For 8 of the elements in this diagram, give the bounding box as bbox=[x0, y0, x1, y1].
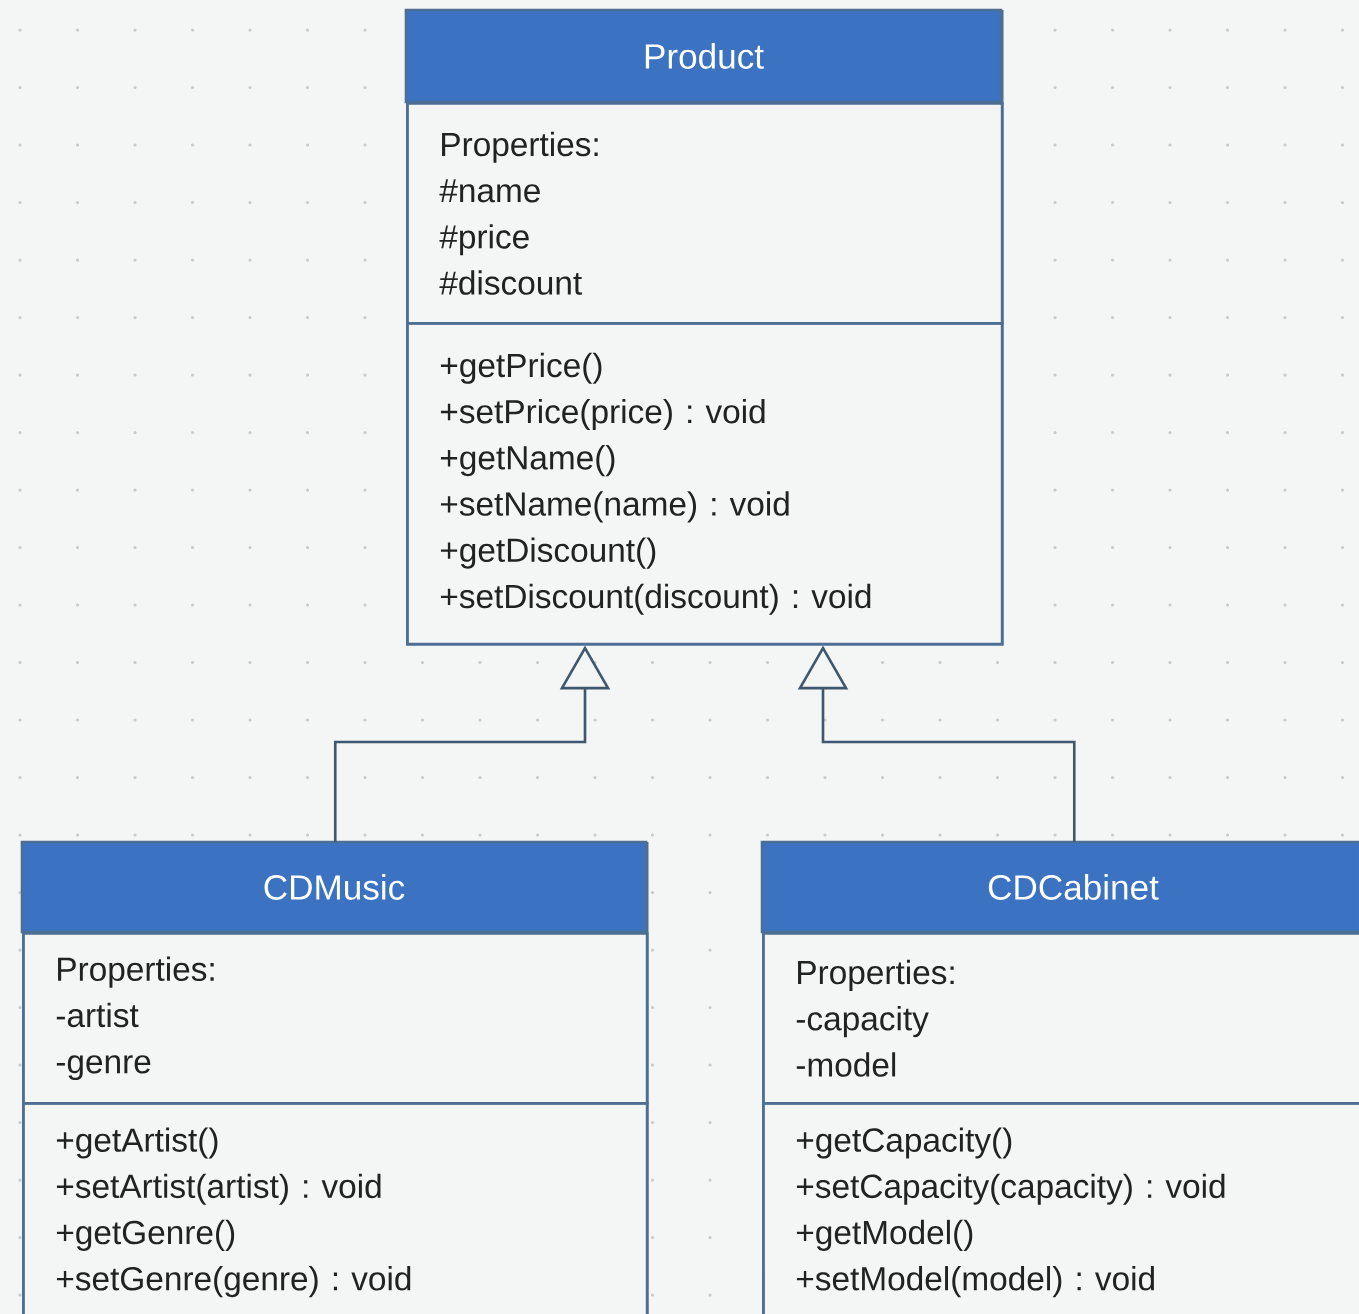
node-label: CDCabinet bbox=[988, 874, 1159, 900]
compartment: Properties: #name #price #discount bbox=[406, 102, 1004, 325]
compartment: Properties: -artist -genre bbox=[22, 932, 649, 1105]
compartment: +getArtist() +setArtist(artist) : void +getGenre() +setGenre(genre) : void bbox=[22, 1102, 649, 1314]
compartment: +getCapacity() +setCapacity(capacity) : void +getModel() +setModel(model) : void bbox=[762, 1102, 1359, 1314]
compartment: +getPrice() +setPrice(price) : void +getName() +setName(name) : void +getDiscount() +setDiscount(discount) : void bbox=[406, 322, 1004, 646]
compartment: Properties: -capacity -model bbox=[762, 932, 1359, 1105]
node-label: CDMusic bbox=[264, 874, 405, 900]
